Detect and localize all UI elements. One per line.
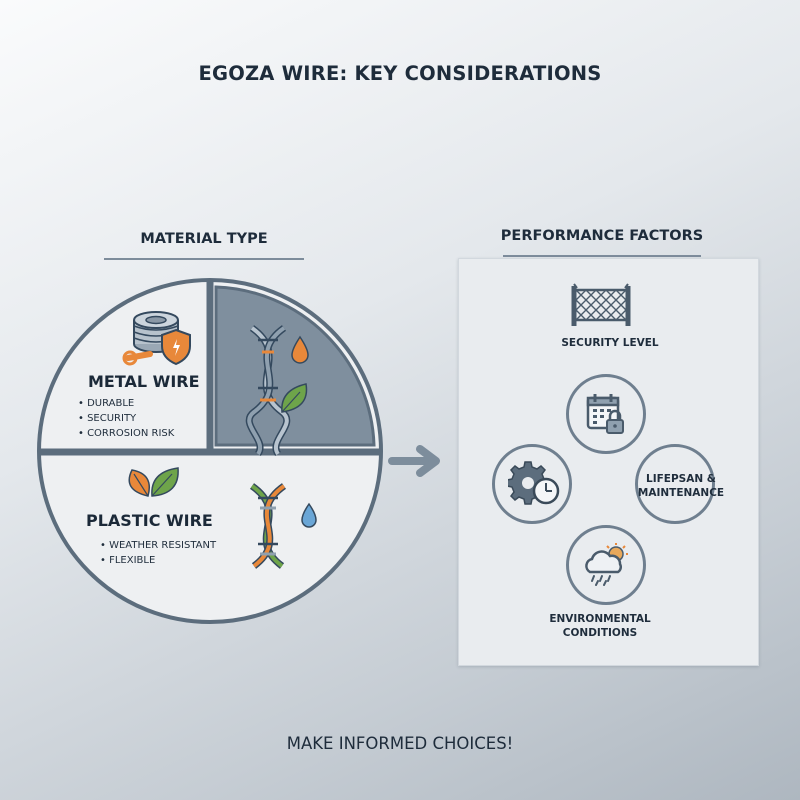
security-level-label: SECURITY LEVEL [561,337,659,349]
water-drop-icon [291,335,309,364]
leaf-icon [128,467,179,497]
plastic-wire-title: PLASTIC WIRE [86,511,213,530]
gear-icon [508,461,560,505]
list-item: • DURABLE [78,398,135,409]
calendar-icon [586,394,624,434]
wrench-icon [122,350,153,366]
list-item: • WEATHER RESISTANT [100,540,217,551]
leaf-icon [281,383,308,413]
dna-icon [249,483,287,569]
environmental-conditions-label: ENVIRONMENTAL CONDITIONS [549,613,651,639]
page-title: EGOZA WIRE: KEY CONSIDERATIONS [198,62,602,85]
water-drop-icon [301,502,317,528]
material-circle-diagram [37,278,383,624]
weather-cloud-icon [585,543,628,586]
plastic-wire-bullets: • WEATHER RESISTANT • FLEXIBLE [100,538,216,568]
maintenance-gear-node [492,444,572,524]
fence-icon [571,283,631,326]
footer-tagline: MAKE INFORMED CHOICES! [286,734,514,753]
lock-icon [606,409,624,434]
list-item: • FLEXIBLE [100,555,156,566]
environment-weather-node [566,525,646,605]
metal-wire-title: METAL WIRE [88,372,200,391]
performance-factors-heading: PERFORMANCE FACTORS [500,228,704,244]
lifespan-maintenance-label: LIFEPSAN & MAINTENANCE [637,473,725,499]
lifespan-calendar-node [566,374,646,454]
lifespan-maintenance-node [635,444,715,524]
dna-icon [245,325,291,457]
list-item: • CORROSION RISK [78,428,175,439]
material-type-heading: MATERIAL TYPE [140,231,268,247]
material-heading-underline [104,258,304,260]
list-item: • SECURITY [78,413,137,424]
shield-icon [161,328,191,366]
arrow-right-icon [388,445,440,477]
clock-icon [532,477,560,505]
metal-wire-bullets: • DURABLE • SECURITY • CORROSION RISK [78,396,174,441]
dark-quadrant [214,285,376,447]
performance-heading-underline [503,255,701,257]
